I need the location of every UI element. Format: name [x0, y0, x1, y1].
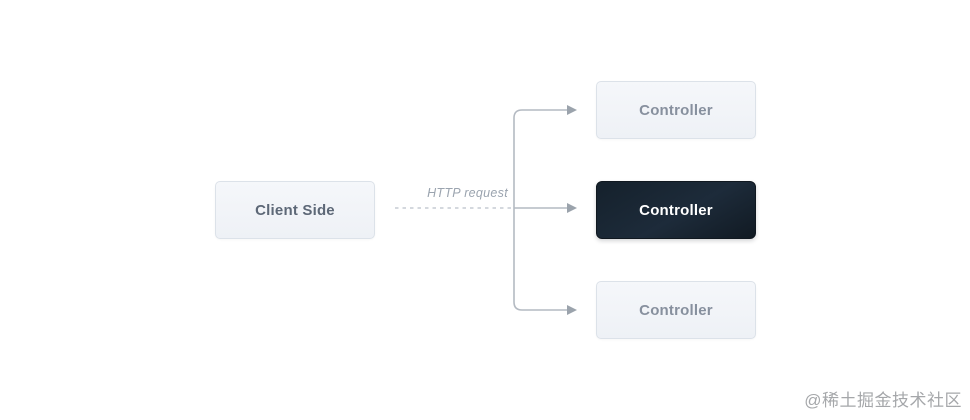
http-request-label: HTTP request	[427, 186, 508, 200]
arrow-right-icon	[567, 105, 577, 115]
controller-label: Controller	[639, 101, 713, 119]
controller-node-bottom: Controller	[596, 281, 756, 339]
client-side-label: Client Side	[255, 201, 335, 219]
connector-lines	[395, 105, 577, 315]
client-side-node: Client Side	[215, 181, 375, 239]
controller-node-middle-active: Controller	[596, 181, 756, 239]
branch-trunk-line	[513, 109, 568, 311]
controller-label: Controller	[639, 201, 713, 219]
juejin-watermark: @稀土掘金技术社区	[804, 391, 962, 410]
controller-node-top: Controller	[596, 81, 756, 139]
controller-label: Controller	[639, 301, 713, 319]
arrow-right-icon	[567, 203, 577, 213]
arrow-right-icon	[567, 305, 577, 315]
